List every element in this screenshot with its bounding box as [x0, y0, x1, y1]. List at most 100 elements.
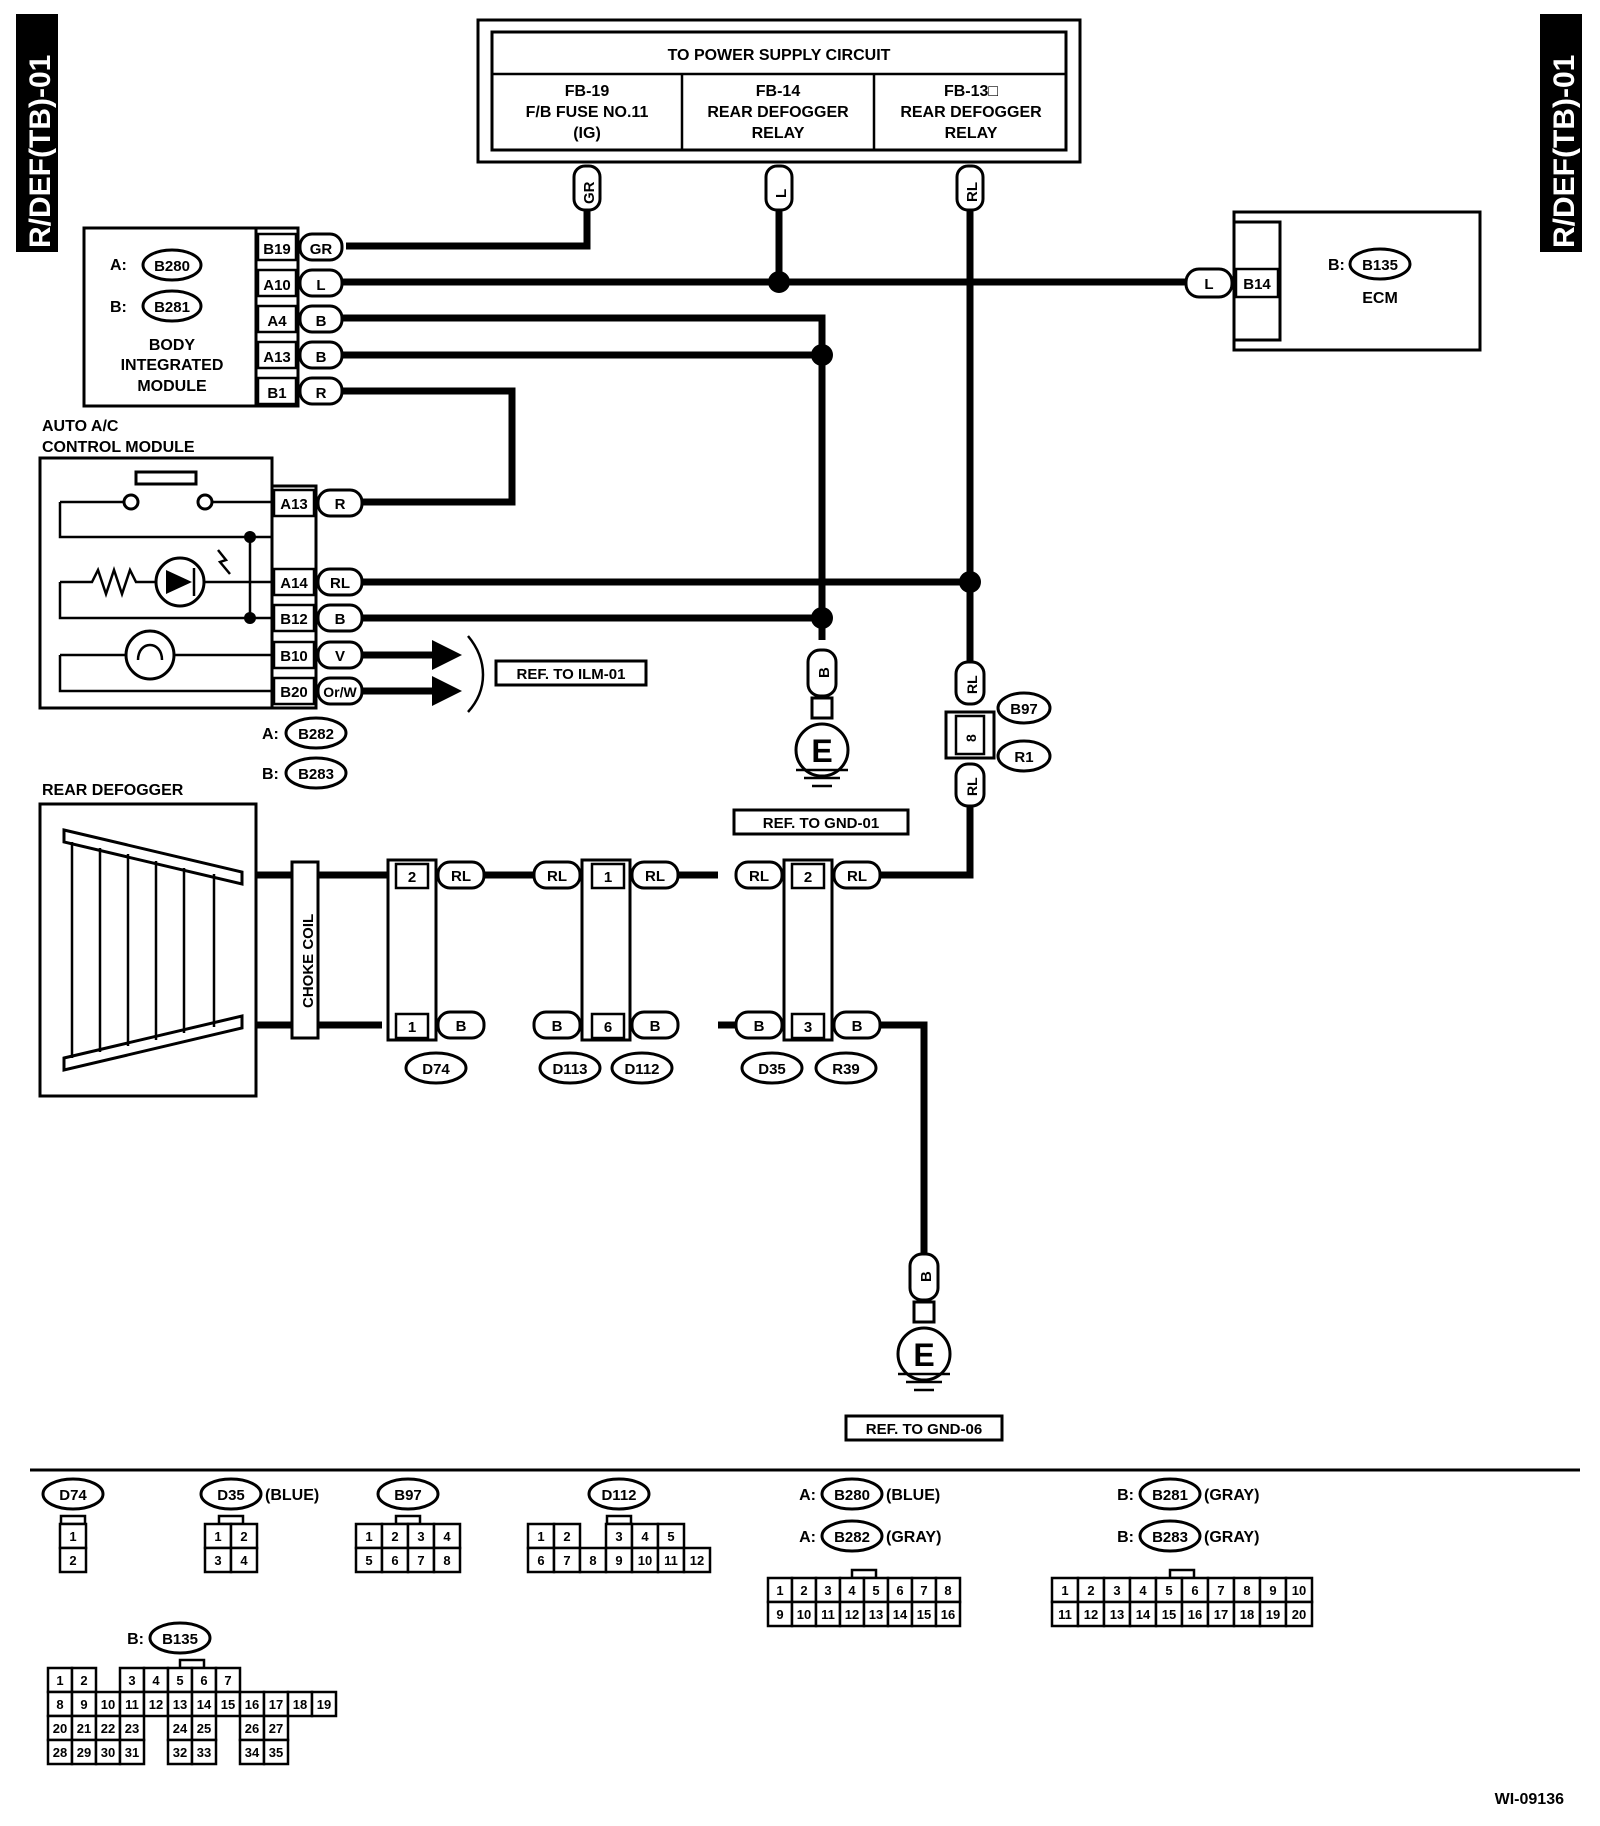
svg-text:V: V [335, 648, 345, 665]
connector-pin-cell [578, 1546, 608, 1574]
connector-pin-number: 33 [197, 1745, 211, 1760]
ground-2: B E REF. TO GND-06 [844, 1252, 1004, 1442]
connector-pin-cell [262, 1714, 290, 1742]
connector-pin-number: 15 [221, 1697, 235, 1712]
connector-pin-number: 22 [101, 1721, 115, 1736]
ref-gnd-01: REF. TO GND-01 [763, 815, 879, 832]
connector-pin-number: 6 [391, 1553, 398, 1568]
svg-text:B135: B135 [1362, 257, 1398, 274]
connector-pin-cell [1180, 1600, 1210, 1628]
connector-pin-number: 10 [638, 1553, 652, 1568]
svg-text:RL: RL [964, 182, 981, 202]
connector-label: B283 [1152, 1529, 1188, 1546]
fuse-2-name: REAR DEFOGGER [707, 104, 849, 121]
svg-text:B:: B: [262, 766, 279, 783]
connector-pin-number: 4 [641, 1529, 649, 1544]
connector-label-badge [199, 1477, 263, 1511]
connector-pin-number: 24 [173, 1721, 188, 1736]
connector-pin-number: 25 [197, 1721, 211, 1736]
splice-points [768, 271, 981, 629]
connector-pin-cell [190, 1714, 218, 1742]
connector-pin-number: 1 [56, 1673, 63, 1688]
connector-label-badge [148, 1621, 212, 1655]
svg-text:GR: GR [310, 241, 333, 258]
svg-text:AUTO A/C: AUTO A/C [42, 418, 119, 435]
svg-text:RL: RL [749, 868, 769, 885]
bim-pin-row: A4 B [256, 304, 344, 334]
svg-text:E: E [913, 1337, 934, 1373]
ac-pin-row: B10 V [272, 640, 364, 670]
connector-pin-number: 13 [869, 1607, 883, 1622]
connector-pin-cell [1284, 1600, 1314, 1628]
connector-pin-cell [262, 1738, 290, 1766]
connector-pin-number: 8 [1243, 1583, 1250, 1598]
svg-text:B281: B281 [154, 299, 190, 316]
connector-pin-number: 7 [417, 1553, 424, 1568]
connector-pin-number: 12 [149, 1697, 163, 1712]
splice-b-upper [811, 344, 833, 366]
connector-pin-number: 35 [269, 1745, 283, 1760]
connector-pin-cell [910, 1576, 938, 1604]
connector-pin-number: 13 [1110, 1607, 1124, 1622]
fuse-3-name: REAR DEFOGGER [900, 104, 1042, 121]
connector-pin-number: 5 [176, 1673, 183, 1688]
svg-text:L: L [316, 277, 325, 294]
choke-coil-label: CHOKE COIL [300, 914, 317, 1008]
connector-pin-number: 11 [664, 1553, 678, 1568]
svg-text:INTEGRATED: INTEGRATED [121, 357, 224, 374]
svg-text:A13: A13 [263, 349, 291, 366]
connector-pin-number: 6 [537, 1553, 544, 1568]
connector-pin-cell [910, 1600, 938, 1628]
ac-pin-row: A14 RL [272, 567, 364, 597]
svg-text:A13: A13 [280, 496, 308, 513]
svg-text:B14: B14 [1243, 276, 1271, 293]
connector-pin-number: 5 [667, 1529, 674, 1544]
svg-text:R1: R1 [1014, 749, 1033, 766]
connector-label: B97 [394, 1487, 422, 1504]
connector-pin-number: 34 [245, 1745, 260, 1760]
svg-text:B: B [852, 1018, 863, 1035]
fuse-3-sub: RELAY [945, 125, 998, 142]
connector-pin-number: 1 [365, 1529, 372, 1544]
svg-text:ECM: ECM [1362, 290, 1398, 307]
connector-pin-number: 12 [690, 1553, 704, 1568]
svg-text:RL: RL [547, 868, 567, 885]
svg-text:R: R [335, 496, 346, 513]
connector-pin-cell [58, 1546, 88, 1574]
connector-pin-number: 7 [563, 1553, 570, 1568]
ref-ilm-01: REF. TO ILM-01 [517, 666, 626, 683]
connector-pin-cell [552, 1546, 582, 1574]
connector-pin-number: 3 [615, 1529, 622, 1544]
conn-b281-badge [141, 289, 203, 323]
connector-view-suffix: (BLUE) [886, 1487, 940, 1504]
svg-text:B97: B97 [1010, 701, 1038, 718]
connector-pin-number: 1 [776, 1583, 783, 1598]
connector-pin-cell [1128, 1600, 1158, 1628]
svg-text:A:: A: [262, 726, 279, 743]
svg-text:GR: GR [581, 181, 598, 204]
ac-pin-row: B12 B [272, 603, 364, 633]
connector-label: B135 [162, 1631, 198, 1648]
connector-pin-cell [70, 1666, 98, 1694]
connector-pin-number: 11 [821, 1607, 835, 1622]
conn-b280-badge [141, 248, 203, 282]
connector-pin-number: 19 [1266, 1607, 1280, 1622]
connector-pin-cell [1076, 1600, 1106, 1628]
connector-pin-cell [229, 1546, 259, 1574]
connector-pin-cell [118, 1738, 146, 1766]
connector-pin-number: 5 [872, 1583, 879, 1598]
connector-pin-cell [70, 1738, 98, 1766]
connector-pin-cell [766, 1600, 794, 1628]
connector-pin-number: 29 [77, 1745, 91, 1760]
svg-text:B: B [816, 667, 833, 678]
connector-label: B282 [834, 1529, 870, 1546]
connector-pin-cell [118, 1714, 146, 1742]
connector-pin-number: 6 [200, 1673, 207, 1688]
svg-text:Or/W: Or/W [323, 684, 357, 700]
power-wire-tags: GR L RL [572, 164, 985, 212]
connector-pin-number: 7 [1217, 1583, 1224, 1598]
connector-pin-number: 2 [391, 1529, 398, 1544]
